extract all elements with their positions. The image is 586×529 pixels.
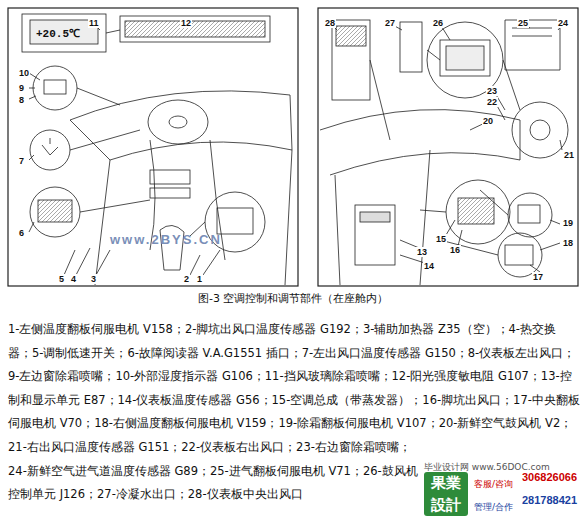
callout-number: 5 xyxy=(58,274,65,284)
figure-caption: 图-3 空调控制和调节部件（在座舱内） xyxy=(198,291,388,306)
callout-number: 2 xyxy=(183,274,190,284)
callout-number: 4 xyxy=(70,274,77,284)
callout-number: 23 xyxy=(486,86,498,96)
callout-number: 21 xyxy=(563,150,575,160)
callout-number: 17 xyxy=(532,272,544,282)
callout-number: 19 xyxy=(562,218,574,228)
callout-number: 18 xyxy=(562,238,574,248)
callout-number: 10 xyxy=(18,68,30,78)
callout-number: 12 xyxy=(180,18,192,28)
callout-number: 3 xyxy=(90,274,97,284)
callout-number: 25 xyxy=(517,18,529,28)
contact-label: 管理/合作 xyxy=(474,496,513,520)
callout-number: 16 xyxy=(449,245,461,255)
contact-number: 281788421 xyxy=(522,494,577,506)
callout-number: 11 xyxy=(88,18,100,28)
contact-label: 客服/咨询 xyxy=(474,473,513,497)
callout-number: 9 xyxy=(18,83,25,93)
callout-number: 26 xyxy=(432,18,444,28)
contact-number: 306826066 xyxy=(522,471,577,483)
watermark-logo: 毕业设计网 www.56DOC.com果業設計客服/咨询306826066管理/… xyxy=(422,456,580,524)
callout-number: 8 xyxy=(18,95,25,105)
legend-paragraph: 毕业设计网 www.56DOC.com果業設計客服/咨询306826066管理/… xyxy=(8,318,580,524)
callout-number: 28 xyxy=(324,18,336,28)
callout-number: 1 xyxy=(196,274,203,284)
logo-block: 果業設計 xyxy=(424,472,468,516)
watermark-text: www.2BYS.CN xyxy=(110,232,222,247)
callout-number: 24 xyxy=(557,18,569,28)
callout-number: 14 xyxy=(423,261,435,271)
callout-number: 13 xyxy=(416,247,428,257)
callout-number: 20 xyxy=(482,116,494,126)
callout-number: 27 xyxy=(384,18,396,28)
callout-number: 22 xyxy=(486,97,498,107)
display-reading: +20.5℃ xyxy=(36,25,80,40)
callout-number: 15 xyxy=(435,234,447,244)
callout-number: 6 xyxy=(18,228,25,238)
callout-number: 7 xyxy=(18,156,25,166)
